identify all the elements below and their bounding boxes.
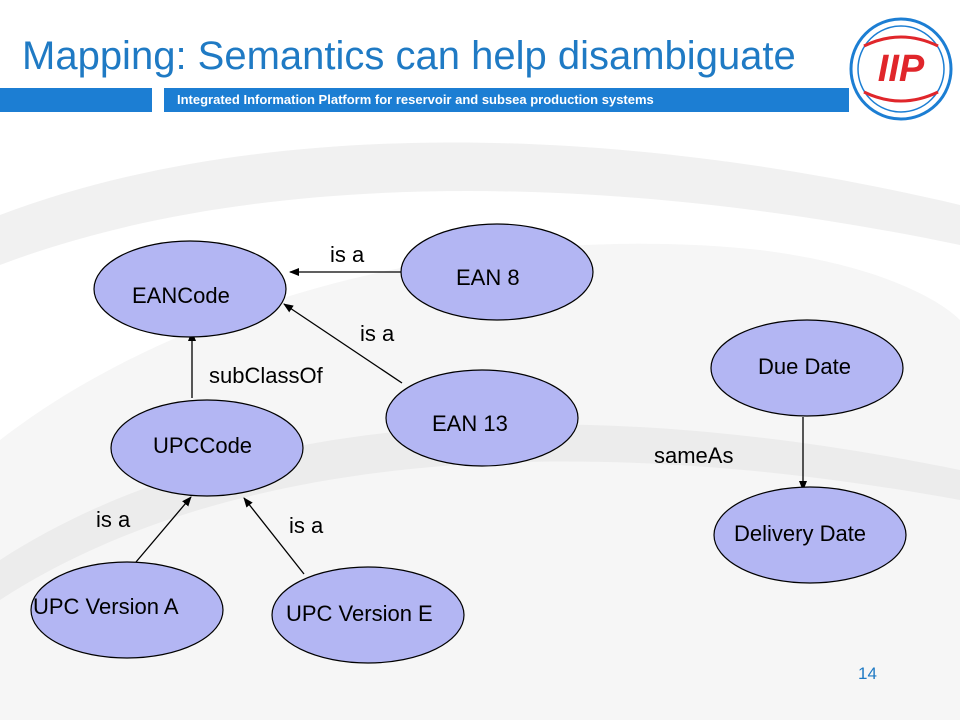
header-band-left bbox=[0, 88, 152, 112]
edge-ean13-to-eancode bbox=[283, 303, 403, 384]
edge-label-ean13-is-a: is a bbox=[360, 321, 395, 346]
node-upc-version-a bbox=[30, 561, 224, 659]
node-label-upc-version-a: UPC Version A bbox=[33, 594, 179, 619]
edge-label-subclass-of: subClassOf bbox=[209, 363, 324, 388]
node-due-date bbox=[710, 319, 904, 417]
node-label-upccode: UPCCode bbox=[153, 433, 252, 458]
node-upc-version-e bbox=[271, 566, 465, 664]
node-ean13 bbox=[385, 369, 579, 467]
edge-upce-to-upccode bbox=[243, 497, 305, 575]
edge-label-upca-is-a: is a bbox=[96, 507, 131, 532]
node-label-due-date: Due Date bbox=[758, 354, 851, 379]
node-ean8 bbox=[400, 223, 594, 321]
header-subtitle: Integrated Information Platform for rese… bbox=[177, 92, 654, 107]
edge-upca-to-upccode bbox=[135, 496, 192, 563]
edge-label-upce-is-a: is a bbox=[289, 513, 324, 538]
node-label-ean13: EAN 13 bbox=[432, 411, 508, 436]
iip-logo: IIP bbox=[849, 17, 953, 121]
page-title: Mapping: Semantics can help disambiguate bbox=[22, 34, 796, 78]
page-number: 14 bbox=[858, 664, 877, 683]
node-label-ean8: EAN 8 bbox=[456, 265, 520, 290]
node-upccode bbox=[110, 399, 304, 497]
edge-label-same-as: sameAs bbox=[654, 443, 733, 468]
node-label-upc-version-e: UPC Version E bbox=[286, 601, 433, 626]
edge-label-ean8-is-a: is a bbox=[330, 242, 365, 267]
logo-text: IIP bbox=[878, 48, 925, 90]
header-band bbox=[164, 88, 849, 112]
node-label-delivery-date: Delivery Date bbox=[734, 521, 866, 546]
node-label-eancode: EANCode bbox=[132, 283, 230, 308]
node-delivery-date bbox=[713, 486, 907, 584]
node-eancode bbox=[93, 240, 287, 338]
